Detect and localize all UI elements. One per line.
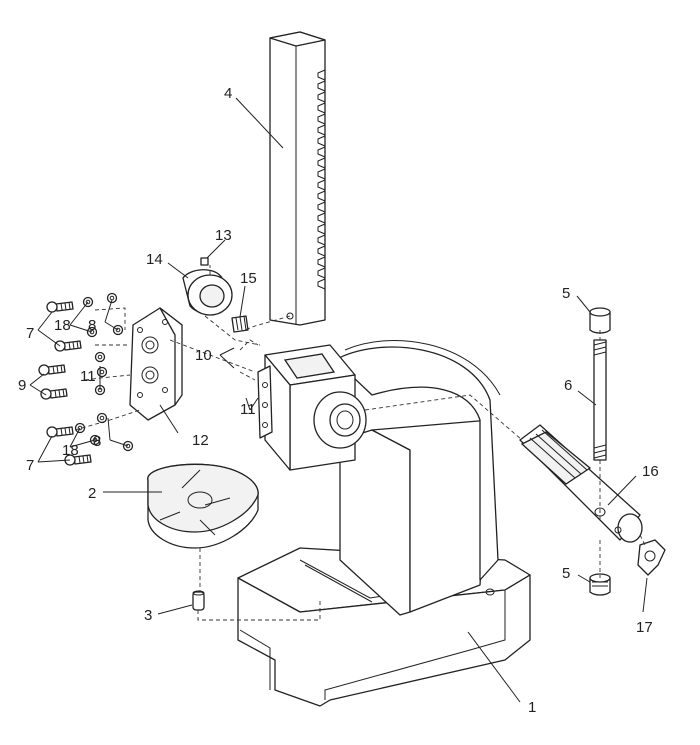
- label-part-6: 6: [564, 377, 572, 394]
- label-part-1: 1: [528, 699, 536, 716]
- washer: [94, 351, 106, 363]
- label-part-8-lower: 8: [93, 433, 101, 450]
- bolt: [64, 454, 92, 466]
- bolt: [54, 340, 82, 352]
- label-part-18-upper: 18: [54, 317, 71, 334]
- pinion-shaft: [519, 424, 643, 543]
- label-part-5-top: 5: [562, 285, 570, 302]
- locating-pin: [192, 590, 205, 611]
- washer-hole: [125, 443, 131, 449]
- gib-strip: [257, 365, 273, 439]
- label-part-7-lower: 7: [26, 457, 34, 474]
- label-part-16: 16: [642, 463, 659, 480]
- part-number-labels: 1 2 3 4 5 5 6 7 7 8 8 9 10 11 11 12 13 1…: [18, 85, 659, 716]
- collar: [182, 269, 233, 316]
- label-part-7-upper: 7: [26, 325, 34, 342]
- washer: [96, 366, 108, 378]
- label-part-3: 3: [144, 607, 152, 624]
- bolt: [38, 364, 66, 376]
- label-part-13: 13: [215, 227, 232, 244]
- label-part-11-left: 11: [80, 368, 96, 385]
- label-part-18-lower: 18: [62, 442, 79, 459]
- label-part-9: 9: [18, 377, 26, 394]
- washer: [106, 292, 118, 304]
- star-knob: [637, 539, 666, 576]
- label-part-5-bottom: 5: [562, 565, 570, 582]
- label-part-15: 15: [240, 270, 257, 287]
- handle-cap-bottom: [589, 573, 611, 596]
- leader-lines: [29, 97, 648, 703]
- label-part-11-right: 11: [240, 401, 256, 418]
- label-part-12: 12: [192, 432, 209, 449]
- set-screw: [200, 257, 209, 266]
- gib-plate: [129, 307, 183, 421]
- rotary-table: [147, 463, 259, 549]
- washer-hole: [85, 299, 91, 305]
- label-part-4: 4: [224, 85, 232, 102]
- label-part-10: 10: [195, 347, 212, 364]
- label-part-2: 2: [88, 485, 96, 502]
- screw-15: [231, 315, 249, 333]
- handle-rod: [593, 339, 607, 461]
- label-part-14: 14: [146, 251, 163, 268]
- washer-hole: [115, 327, 121, 333]
- bolt-group: [38, 301, 92, 466]
- label-part-17: 17: [636, 619, 653, 636]
- label-part-8-upper: 8: [88, 317, 96, 334]
- rack-bar: [269, 31, 326, 326]
- washer-hole: [97, 354, 103, 360]
- washer-hole: [109, 295, 115, 301]
- bolt: [46, 301, 74, 313]
- bolt: [40, 388, 68, 400]
- handle-cap-top: [589, 307, 611, 334]
- alignment-lines: [74, 265, 646, 621]
- washer-hole: [99, 415, 105, 421]
- washer-hole: [89, 329, 95, 335]
- press-frame: [237, 340, 531, 707]
- bolt: [46, 426, 74, 438]
